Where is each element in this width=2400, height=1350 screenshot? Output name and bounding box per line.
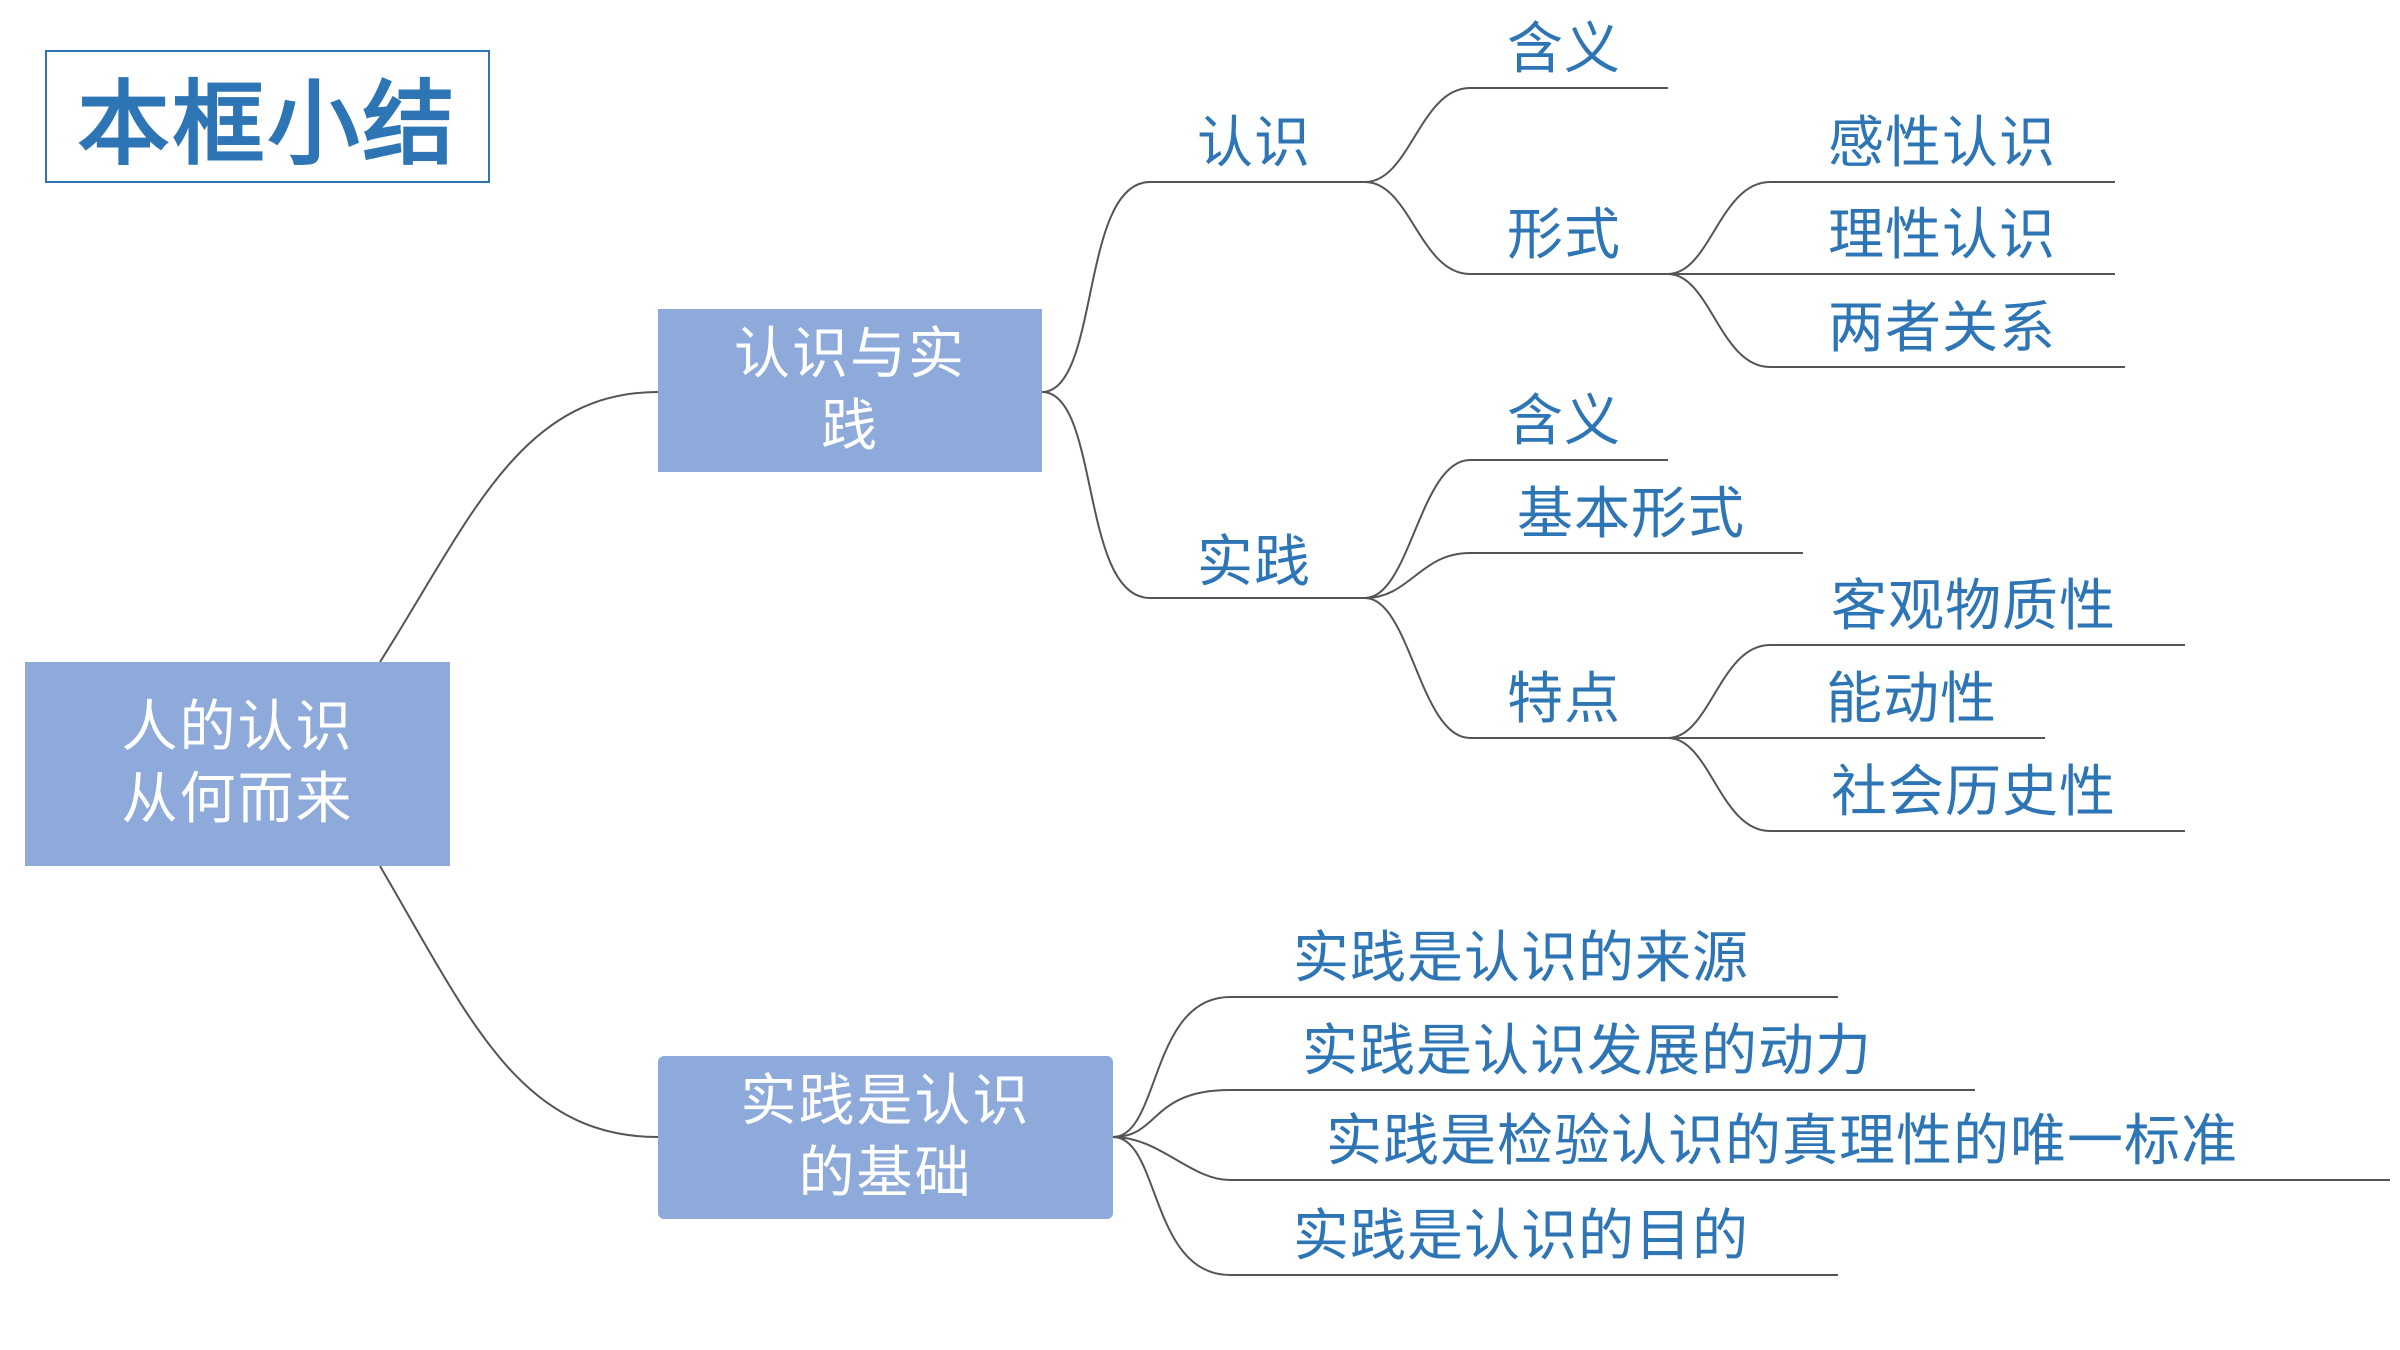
link-xingshi-item1	[1667, 181, 2115, 275]
node-tedian-item-2: 能动性	[1826, 667, 1997, 732]
link-branch1-shijian	[1041, 391, 1365, 599]
link-shijian-tedian	[1364, 597, 1668, 739]
link-branch2-item4	[1112, 1136, 1838, 1276]
root-node-line2: 从何而来	[121, 767, 354, 832]
node-shijian-hanyi: 含义	[1507, 389, 1621, 454]
link-renshi-xingshi	[1364, 181, 1668, 275]
root-node-line1: 人的认识	[121, 695, 354, 760]
node-renshi-hanyi: 含义	[1507, 17, 1621, 82]
node-basis-item-4: 实践是认识的目的	[1293, 1204, 1749, 1269]
branch1-node: 认识与实 践	[658, 309, 1042, 472]
node-jiben-xingshi: 基本形式	[1517, 482, 1745, 547]
page-title: 本框小结	[45, 50, 490, 183]
branch2-node-line1: 实践是认识	[740, 1068, 1031, 1134]
node-renshi: 认识	[1197, 111, 1311, 176]
branch2-node-line2: 的基础	[798, 1140, 973, 1206]
link-renshi-hanyi	[1364, 87, 1668, 183]
link-tedian-item1	[1667, 644, 2185, 739]
link-xingshi-item3	[1667, 273, 2125, 368]
link-branch1-renshi	[1041, 181, 1365, 393]
branch2-node: 实践是认识 的基础	[658, 1056, 1113, 1219]
page-title-text: 本框小结	[77, 71, 458, 178]
branch1-node-line1: 认识与实	[734, 321, 966, 387]
node-basis-item-3: 实践是检验认识的真理性的唯一标准	[1326, 1109, 2238, 1174]
branch1-node-line2: 践	[821, 393, 879, 459]
node-tedian-item-3: 社会历史性	[1831, 760, 2116, 825]
link-root-branch2	[379, 865, 659, 1138]
link-shijian-hanyi	[1364, 459, 1668, 599]
link-branch2-item1	[1112, 996, 1838, 1138]
node-tedian-item-1: 客观物质性	[1831, 574, 2116, 639]
link-root-branch1	[379, 391, 659, 663]
node-xingshi-item-1: 感性认识	[1828, 111, 2056, 176]
node-xingshi-item-2: 理性认识	[1828, 203, 2056, 268]
node-basis-item-1: 实践是认识的来源	[1293, 926, 1749, 991]
link-tedian-item3	[1667, 737, 2185, 832]
root-node: 人的认识 从何而来	[25, 662, 450, 866]
link-branch2-item2	[1112, 1089, 1975, 1138]
link-branch2-item3	[1112, 1136, 2390, 1181]
node-basis-item-2: 实践是认识发展的动力	[1302, 1019, 1872, 1084]
node-shijian: 实践	[1197, 530, 1311, 595]
node-tedian: 特点	[1507, 667, 1621, 732]
node-xingshi: 形式	[1507, 203, 1621, 268]
node-xingshi-item-3: 两者关系	[1828, 296, 2056, 361]
link-shijian-jiben	[1364, 552, 1803, 599]
